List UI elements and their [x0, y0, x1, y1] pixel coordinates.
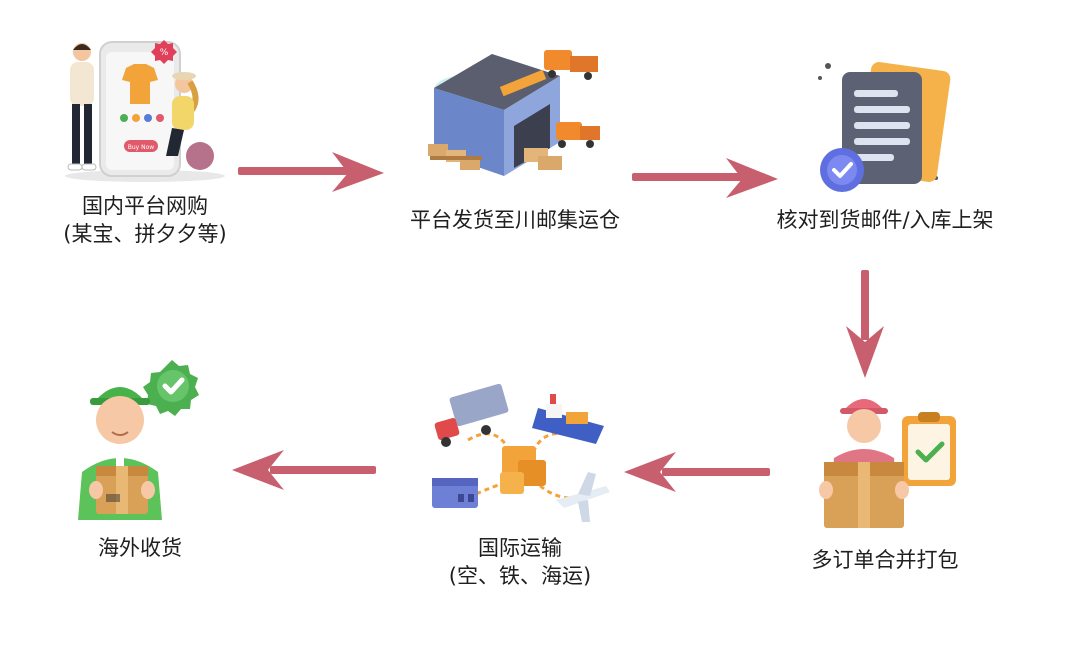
online-shopping-icon: Buy Now % [65, 40, 225, 182]
step-5-subtitle: (空、铁、海运) [448, 564, 592, 588]
step-2-title: 平台发货至川邮集运仓 [410, 208, 620, 232]
step-2-label: 平台发货至川邮集运仓 [375, 206, 655, 234]
transport-network-icon [432, 383, 610, 522]
step-4-label: 多订单合并打包 [760, 546, 1010, 574]
packing-worker-icon [819, 399, 956, 528]
step-5-label: 国际运输 (空、铁、海运) [410, 534, 630, 590]
arrow-left-2-icon [232, 450, 376, 490]
step-6-label: 海外收货 [50, 534, 230, 562]
step-1-label: 国内平台网购 (某宝、拼夕夕等) [40, 192, 250, 248]
step-3-label: 核对到货邮件/入库上架 [745, 206, 1025, 234]
arrow-left-1-icon [624, 452, 770, 492]
step-5-title: 国际运输 [478, 536, 562, 560]
arrow-right-2-icon [632, 158, 778, 198]
step-1-title: 国内平台网购 [82, 194, 208, 218]
document-check-icon [818, 62, 951, 192]
step-1-subtitle: (某宝、拼夕夕等) [63, 222, 227, 246]
arrow-down-icon [846, 270, 884, 378]
step-6-title: 海外收货 [98, 536, 182, 560]
delivery-received-icon [78, 360, 199, 520]
step-4-title: 多订单合并打包 [811, 548, 959, 572]
arrow-right-1-icon [238, 152, 384, 192]
step-3-title: 核对到货邮件/入库上架 [776, 208, 994, 232]
warehouse-icon [428, 50, 600, 176]
buy-now-button-text: Buy Now [128, 144, 155, 151]
discount-badge-text: % [160, 48, 169, 58]
